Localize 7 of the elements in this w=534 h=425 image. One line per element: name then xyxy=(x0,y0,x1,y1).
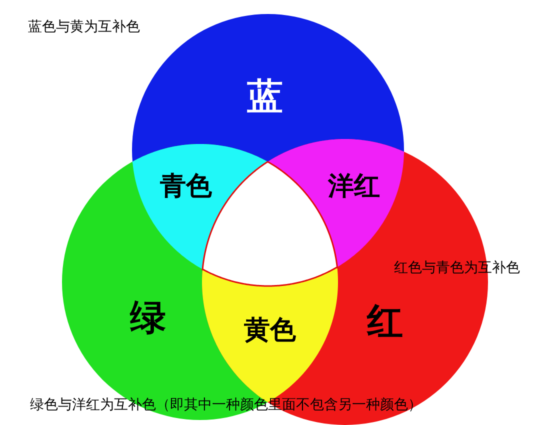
circle-label: 绿 xyxy=(130,296,166,340)
circle-label: 红 xyxy=(367,300,403,344)
region-label: 黄色 xyxy=(244,314,296,348)
circle-label: 蓝 xyxy=(247,76,283,120)
note-text: 蓝色与黄为互补色 xyxy=(28,18,140,36)
region-label: 青色 xyxy=(160,170,212,204)
region-label: 洋红 xyxy=(328,170,380,204)
